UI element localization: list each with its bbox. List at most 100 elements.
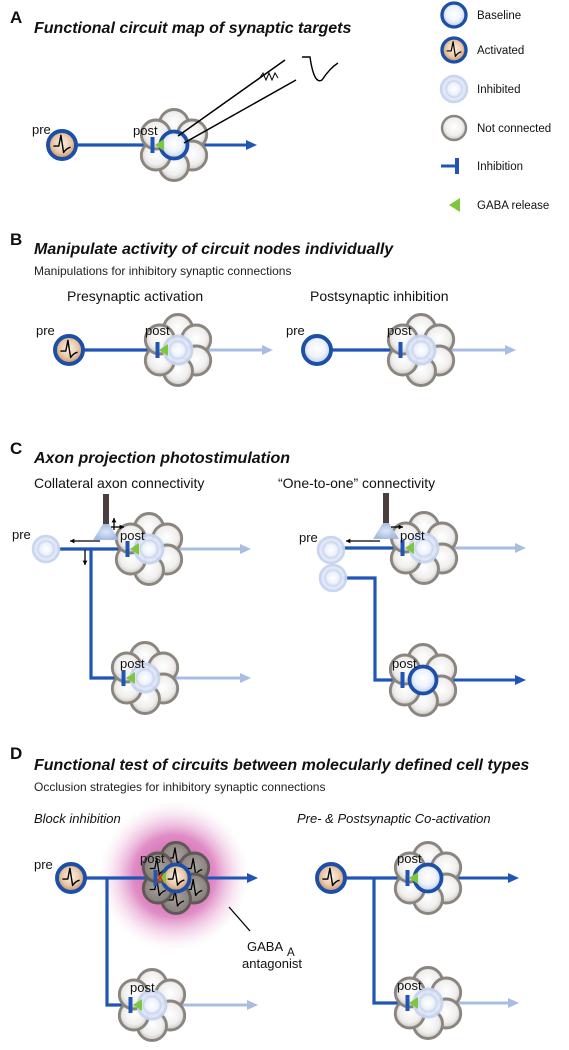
legend-label-2: Inhibited (477, 84, 520, 96)
not-connected-neuron-icon (440, 114, 468, 142)
legend-label-1: Activated (477, 45, 524, 57)
inhibition-synapse-icon (153, 870, 158, 886)
pre-neuron-baseline (301, 334, 333, 366)
post-label: post (397, 978, 422, 993)
panel-d-left-collateral (105, 878, 129, 1007)
antagonist-label-line2: antagonist (242, 956, 302, 971)
arrowhead-icon (247, 873, 258, 883)
inhibited-core (135, 668, 155, 688)
pre-label: pre (299, 530, 318, 545)
arrowhead-icon (398, 524, 403, 530)
arrowhead-icon (247, 1000, 258, 1010)
spike-trace-icon (60, 339, 78, 359)
pre-label: pre (34, 857, 53, 872)
block-mark-icon: X (156, 871, 164, 885)
light-beam-icon (93, 524, 119, 540)
gaba-release-icon (409, 997, 418, 1009)
arrowhead-icon (515, 543, 526, 553)
neuron-cluster (393, 841, 463, 915)
panel-c-right-heading: “One-to-one” connectivity (278, 475, 435, 491)
post-label: post (120, 528, 145, 543)
panel-b-right-heading: Postsynaptic inhibition (310, 288, 449, 304)
optical-fiber-icon (383, 493, 389, 523)
panel-d-right-collateral (372, 878, 406, 1005)
panel-letter-c: C (10, 439, 22, 458)
panel-c-title: Axon projection photostimulation (33, 450, 290, 467)
inhibited-core (322, 541, 340, 559)
post-label: post (133, 123, 158, 138)
gaba-release-icon (126, 672, 135, 684)
pre-label: pre (12, 527, 31, 542)
inhibited-core (139, 539, 159, 559)
inhibited-core (418, 993, 438, 1013)
inhibition-synapse-icon (405, 995, 410, 1011)
panel-b-subtitle: Manipulations for inhibitory synaptic co… (34, 264, 291, 278)
spike-trace-icon (62, 867, 80, 887)
antagonist-label-subscript: A (287, 947, 295, 959)
gaba-release-icon (449, 198, 460, 212)
gaba-release-icon (130, 543, 139, 555)
inhibition-synapse-icon (155, 342, 160, 358)
arrowhead-icon (240, 544, 251, 554)
inhibited-core (168, 340, 188, 360)
arrowhead-icon (119, 524, 124, 530)
arrowhead-icon (515, 675, 526, 685)
post-label: post (397, 851, 422, 866)
inhibition-synapse-icon (405, 870, 410, 886)
spike-trace-icon (322, 867, 340, 887)
post-neuron-baseline (158, 129, 190, 161)
panel-c-left-collateral (89, 549, 122, 680)
inhibition-synapse-icon (150, 137, 155, 153)
inhibition-synapse-icon (400, 540, 405, 556)
gaba-release-icon (159, 344, 168, 356)
panel-d-subtitle: Occlusion strategies for inhibitory syna… (34, 780, 325, 794)
neuron-cluster (388, 643, 458, 717)
post-label: post (145, 323, 170, 338)
post-neuron-baseline (412, 862, 444, 894)
post-label: post (130, 980, 155, 995)
gaba-release-icon (409, 872, 418, 884)
arrowhead-icon (262, 345, 273, 355)
post-label: post (392, 656, 417, 671)
panel-c-right-second-axon (343, 576, 401, 682)
inhibition-synapse-icon (121, 670, 126, 686)
panel-b-left-heading: Presynaptic activation (67, 288, 203, 304)
arrowhead-icon (508, 873, 519, 883)
recording-electrode-icon (177, 59, 286, 137)
panel-d-title: Functional test of circuits between mole… (34, 757, 529, 774)
inhibition-synapse-icon (400, 672, 405, 688)
post-label: post (140, 851, 165, 866)
gaba-release-icon (157, 872, 166, 884)
panel-c-left-heading: Collateral axon connectivity (34, 475, 204, 491)
neuron-cluster (386, 313, 456, 387)
post-label: post (387, 323, 412, 338)
spike-trace-icon (167, 867, 185, 886)
pre-label: pre (286, 323, 305, 338)
inhibited-core (37, 540, 55, 558)
panel-letter-a: A (10, 8, 22, 27)
arrowhead-icon (508, 998, 519, 1008)
antagonist-label-line1: GABA (247, 939, 283, 954)
spike-trace-icon (53, 134, 71, 154)
arrowhead-icon (246, 140, 257, 150)
arrowhead-icon (505, 345, 516, 355)
panel-d-right-heading: Pre- & Postsynaptic Co-activation (297, 811, 491, 826)
arrowhead-icon (70, 538, 75, 544)
ipsc-trace-icon (302, 56, 339, 82)
legend-label-0: Baseline (477, 10, 521, 22)
optical-fiber-icon (103, 494, 109, 524)
pre-label: pre (32, 122, 51, 137)
gaba-release-icon (133, 999, 142, 1011)
legend-label-5: GABA release (477, 200, 549, 212)
arrowhead-icon (240, 673, 251, 683)
arrowhead-icon (82, 560, 88, 565)
gaba-release-icon (405, 542, 414, 554)
baseline-neuron-icon (440, 1, 468, 29)
panel-d-left-heading: Block inhibition (34, 811, 121, 826)
inhibition-synapse-icon (128, 997, 133, 1013)
inhibited-core (142, 995, 162, 1015)
legend-label-3: Not connected (477, 123, 551, 135)
recording-electrode-icon (183, 79, 297, 144)
neuron-cluster (389, 511, 459, 585)
